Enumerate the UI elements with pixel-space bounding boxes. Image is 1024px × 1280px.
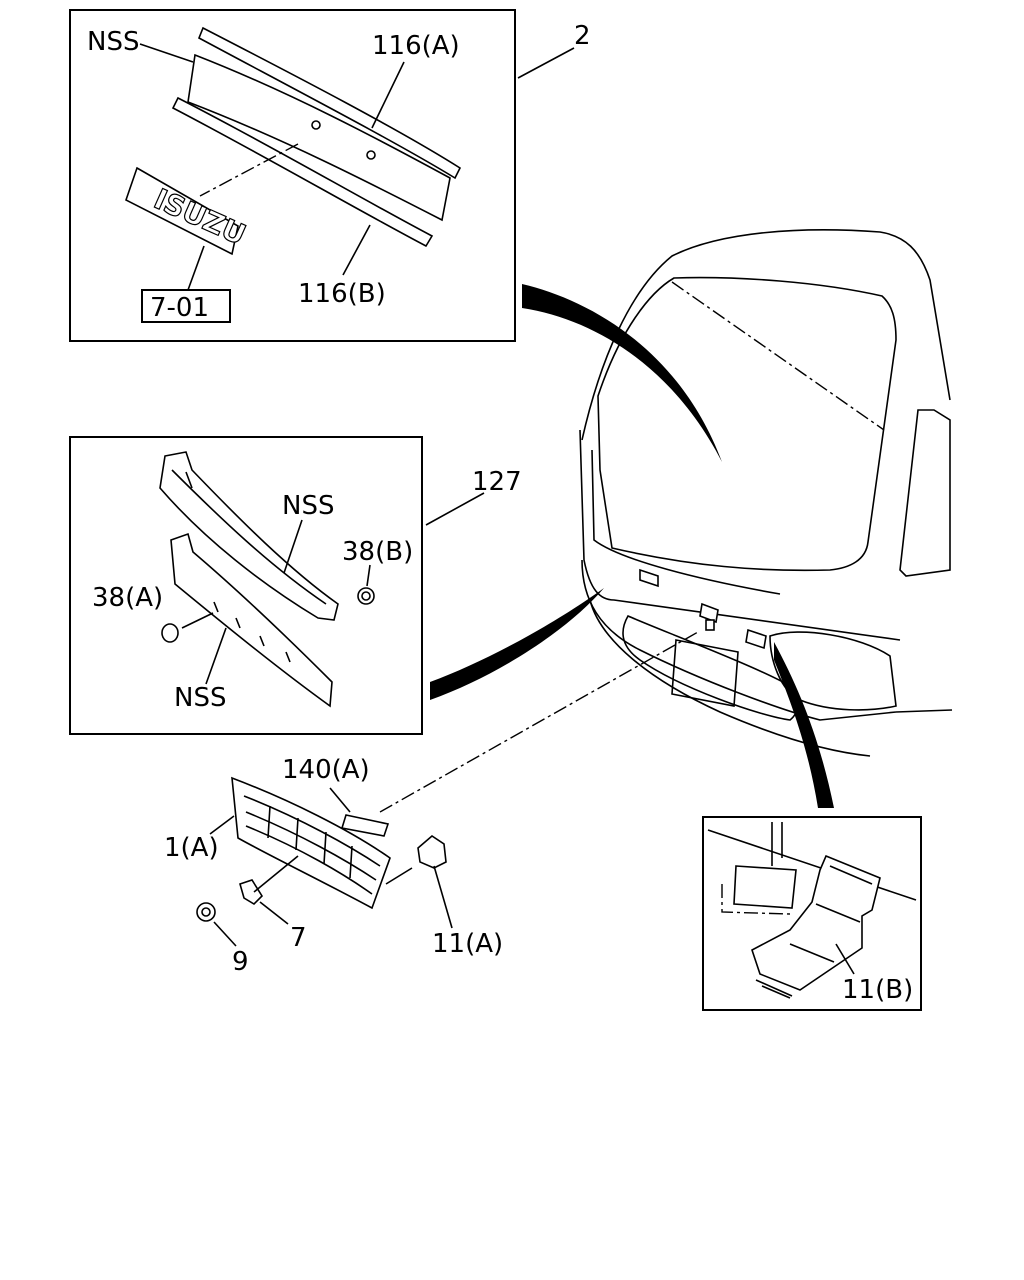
leader-11a — [433, 865, 453, 929]
windshield-dash — [671, 281, 885, 431]
lower-plate-slots — [213, 601, 291, 663]
inset-grille-cover: ISUZU NSS 116(A) 2 7-01 116(B) — [69, 9, 591, 342]
leader-38b — [366, 564, 371, 587]
side-window — [899, 409, 951, 577]
vehicle-clip-2 — [699, 602, 719, 624]
inset-frame-top — [69, 9, 516, 342]
leader-127 — [425, 492, 485, 526]
lower-plate — [170, 532, 333, 708]
band-top — [522, 284, 722, 462]
fastener-7 — [239, 879, 264, 906]
clip-inset-slot — [733, 865, 797, 909]
upper-bracket-detail — [185, 471, 193, 489]
molding-116a — [197, 26, 462, 180]
label-nss-low: NSS — [174, 683, 226, 713]
leader-116b — [342, 224, 371, 276]
leader-38a — [181, 612, 214, 629]
windshield — [597, 276, 897, 572]
clip-inset-dash — [721, 884, 791, 915]
label-11b: 11(B) — [842, 975, 913, 1005]
cab-roof — [581, 229, 951, 441]
bumper-lower — [589, 599, 871, 757]
label-140a: 140(A) — [282, 755, 370, 785]
leader-nss-low — [205, 627, 227, 685]
leader-9 — [213, 921, 237, 947]
clip-11b-detail — [789, 865, 873, 963]
vehicle-slot — [705, 619, 715, 631]
grille-vertical-bars — [267, 805, 353, 879]
clip-38b — [357, 587, 375, 605]
label-nss-mid: NSS — [282, 491, 334, 521]
label-127: 127 — [472, 467, 522, 497]
cover-plate — [187, 53, 451, 222]
clip-inset-panel-line — [707, 829, 917, 901]
label-38b: 38(B) — [342, 537, 413, 567]
label-7: 7 — [290, 923, 307, 953]
leader-emblem — [199, 143, 299, 197]
ref-box-701 — [141, 289, 231, 323]
vehicle-front — [579, 229, 953, 757]
leader-7 — [259, 901, 289, 925]
inset-reinforcement: 127 NSS 38(B) 38(A) NSS — [69, 436, 522, 735]
grille-slats — [243, 795, 381, 895]
clip-11b-body — [751, 854, 881, 991]
emblem-plate — [125, 166, 239, 256]
leader-2 — [517, 47, 575, 79]
leader-nss-mid — [283, 519, 303, 574]
upper-bracket — [159, 451, 339, 621]
hole-left — [311, 120, 321, 130]
label-701: 7-01 — [150, 293, 209, 323]
leader-116a — [371, 61, 405, 129]
screw-9 — [196, 902, 216, 922]
grille-parts: 140(A) 1(A) 7 9 11(A) — [164, 631, 699, 977]
license-plate — [671, 639, 739, 707]
hole-right — [366, 150, 376, 160]
screw-9-head — [201, 907, 211, 917]
emblem-text: ISUZU — [149, 182, 250, 251]
inset-clip-detail: 11(B) — [702, 816, 922, 1011]
label-9: 9 — [232, 947, 249, 977]
label-116a: 116(A) — [372, 31, 460, 61]
leader-701 — [187, 245, 205, 291]
vehicle-clip-1 — [639, 568, 659, 588]
label-38a: 38(A) — [92, 583, 163, 613]
leader-nss-top — [139, 43, 194, 63]
leader-1a — [209, 815, 235, 835]
grille-upper-edge — [591, 449, 781, 595]
clip-11b-teeth — [755, 979, 793, 999]
label-nss-top: NSS — [87, 27, 139, 57]
leader-7-grille — [253, 855, 299, 893]
label-116b: 116(B) — [298, 279, 386, 309]
label-1a: 1(A) — [164, 833, 219, 863]
emblem-seat-140a — [340, 814, 390, 837]
leader-140a — [329, 787, 351, 813]
clip-inset-post — [771, 822, 783, 866]
molding-116b — [171, 96, 434, 248]
leader-11b — [835, 943, 855, 975]
inset-frame-mid — [69, 436, 423, 735]
clip-38b-inner — [361, 591, 371, 601]
label-2: 2 — [574, 21, 591, 51]
leader-140a-vehicle — [379, 631, 699, 813]
upper-bracket-edge — [171, 469, 327, 605]
clip-11a — [417, 834, 447, 869]
band-right — [774, 642, 834, 808]
label-11a: 11(A) — [432, 929, 503, 959]
bumper-top — [581, 559, 897, 721]
clip-38a — [161, 623, 179, 643]
leader-grille-clip — [385, 867, 413, 885]
vehicle-clip-3 — [745, 628, 767, 650]
headlamp — [769, 631, 897, 711]
inset-frame-clip — [702, 816, 922, 1011]
front-panel-left — [579, 429, 901, 641]
fender-line — [895, 709, 953, 713]
band-mid — [430, 588, 604, 700]
bumper-recess — [622, 614, 799, 721]
